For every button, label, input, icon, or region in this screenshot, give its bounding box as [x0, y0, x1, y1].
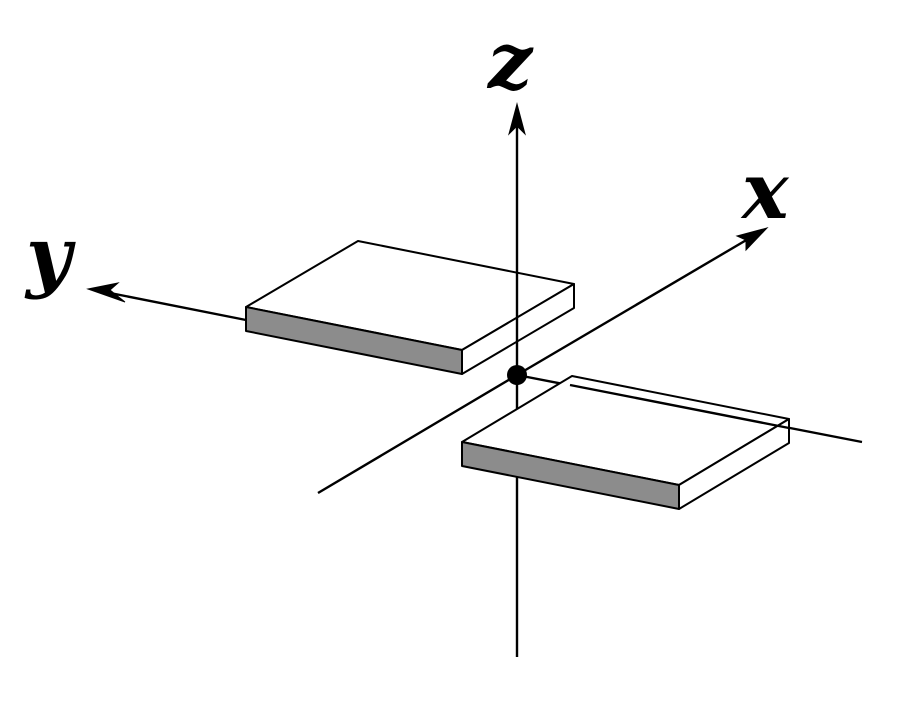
right-plate — [461, 375, 790, 510]
left-plate-front — [245, 306, 463, 375]
origin-point — [507, 365, 527, 385]
right-plate-front — [461, 441, 680, 510]
z-axis-label: z — [486, 16, 534, 107]
y-axis-over-right-plate — [569, 383, 790, 430]
x-axis-lower — [317, 373, 518, 495]
y-axis-arrowhead — [86, 282, 126, 303]
left-plate — [245, 240, 575, 375]
x-axis-upper — [516, 230, 761, 377]
y-axis-label: y — [24, 210, 76, 301]
y-axis-upper — [94, 288, 247, 322]
x-axis-arrowhead — [735, 227, 769, 252]
x-axis-label: x — [740, 146, 790, 237]
z-axis-arrowhead — [508, 102, 526, 136]
